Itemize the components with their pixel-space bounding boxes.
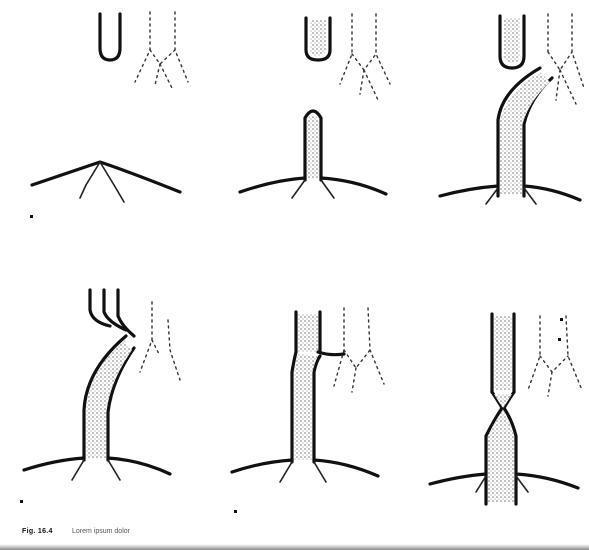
bottom-edge bbox=[0, 544, 589, 550]
arch-line bbox=[240, 178, 386, 194]
figure-caption-label: Fig. 16.4 bbox=[22, 528, 53, 535]
upper-tubes bbox=[90, 290, 134, 336]
panel-c bbox=[440, 14, 584, 204]
panel-a bbox=[30, 12, 188, 218]
panel-e bbox=[232, 308, 384, 513]
junction bbox=[318, 352, 344, 355]
panel-b bbox=[240, 14, 390, 198]
arch-line bbox=[232, 460, 378, 476]
panel-f bbox=[430, 314, 582, 504]
dotted-branch bbox=[340, 14, 390, 100]
panel-d bbox=[20, 290, 180, 503]
dotted-branch bbox=[135, 12, 188, 88]
arch-line bbox=[32, 162, 180, 192]
u-tube bbox=[100, 14, 120, 60]
arch-line bbox=[24, 458, 170, 474]
figure-caption-text: Lorem ipsum dolor bbox=[72, 528, 130, 535]
dotted-branch bbox=[334, 308, 384, 392]
dotted-branch bbox=[140, 302, 180, 380]
dotted-branch bbox=[528, 316, 582, 396]
dotted-branch bbox=[548, 14, 584, 104]
panel-mark bbox=[30, 215, 33, 218]
panel-mark bbox=[234, 510, 237, 513]
panel-mark bbox=[20, 500, 23, 503]
